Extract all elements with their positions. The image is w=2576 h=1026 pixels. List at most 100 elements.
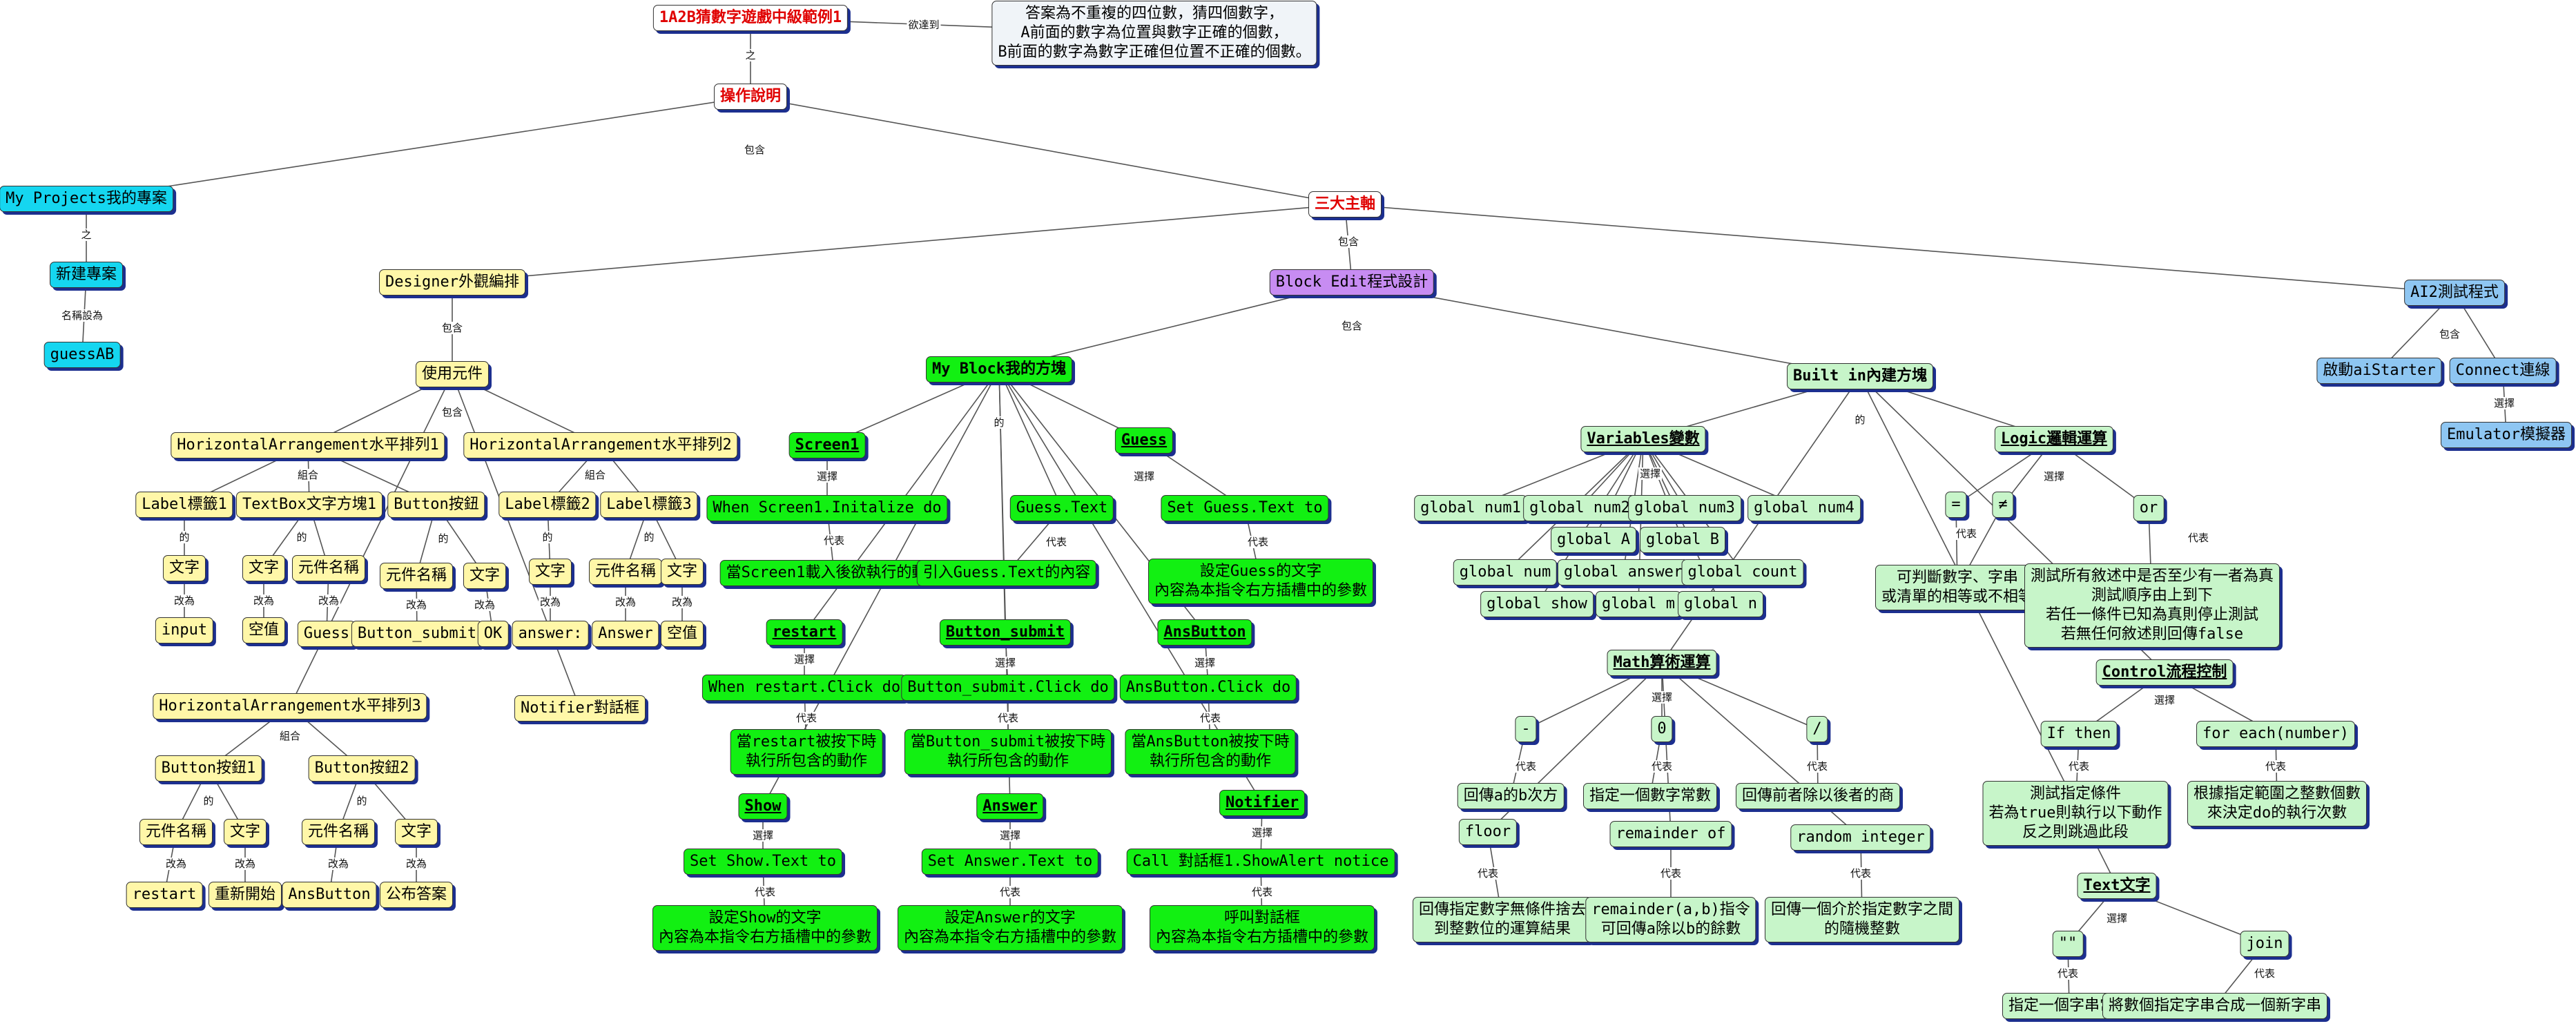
node-wrestart[interactable]: When restart.Click do: [701, 675, 907, 701]
node-myproj[interactable]: My Projects我的專案: [0, 186, 173, 212]
node-myblock[interactable]: My Block我的方塊: [926, 356, 1072, 383]
node-floord[interactable]: 回傳指定數字無條件捨去到整數位的運算結果: [1412, 897, 1593, 942]
node-btn2[interactable]: Button按鈕2: [308, 755, 416, 782]
node-gnum2[interactable]: global num2: [1523, 495, 1636, 521]
node-ifd[interactable]: 測試指定條件若為true則執行以下動作反之則跳過此段: [1982, 781, 2169, 846]
node-randint[interactable]: random integer: [1790, 824, 1931, 851]
node-starter[interactable]: 啟動aiStarter: [2316, 358, 2442, 384]
node-three[interactable]: 三大主軸: [1308, 191, 1382, 217]
node-math[interactable]: Math算術運算: [1607, 650, 1717, 676]
node-callnot[interactable]: Call 對話框1.ShowAlert notice: [1126, 849, 1395, 875]
node-d_answerc[interactable]: answer:: [512, 621, 589, 647]
node-gn[interactable]: global n: [1678, 591, 1763, 617]
node-d_restart[interactable]: restart: [126, 882, 203, 908]
node-ingt[interactable]: 引入Guess.Text的內容: [916, 560, 1097, 586]
node-textbox1[interactable]: TextBox文字方塊1: [236, 492, 382, 518]
node-ganswer[interactable]: global answer: [1557, 559, 1689, 585]
node-slash[interactable]: /: [1806, 716, 1828, 742]
node-btn1[interactable]: Button按鈕1: [155, 755, 262, 782]
node-gA[interactable]: global A: [1551, 527, 1636, 553]
node-ha1[interactable]: HorizontalArrangement水平排列1: [171, 432, 445, 458]
node-ord[interactable]: 測試所有敘述中是否至少有一者為真測試順序由上到下若任一條件已知為真則停止測試若無…: [2024, 563, 2280, 648]
node-d_ok[interactable]: OK: [477, 621, 509, 647]
node-setguess[interactable]: Set Guess.Text to: [1161, 495, 1329, 521]
node-d_ansbtn[interactable]: AnsButton: [282, 882, 377, 908]
node-btn[interactable]: Button按鈕: [387, 492, 485, 518]
node-connect[interactable]: Connect連線: [2449, 358, 2557, 384]
node-quote[interactable]: "": [2052, 931, 2084, 957]
node-gnum4[interactable]: global num4: [1747, 495, 1861, 521]
node-setansd[interactable]: 設定Answer的文字內容為本指令右方插槽中的參數: [897, 905, 1123, 951]
node-eqop[interactable]: =: [1945, 492, 1967, 518]
node-eq0[interactable]: 0: [1651, 716, 1673, 742]
node-control[interactable]: Control流程控制: [2095, 659, 2234, 686]
node-eqd[interactable]: 可判斷數字、字串或清單的相等或不相等: [1875, 565, 2040, 610]
node-designer[interactable]: Designer外觀編排: [379, 269, 525, 296]
node-restartd[interactable]: 當restart被按下時執行所包含的動作: [730, 729, 883, 775]
node-neqop[interactable]: ≠: [1992, 492, 2014, 518]
node-setshow[interactable]: Set Show.Text to: [684, 849, 842, 875]
node-d_txt7[interactable]: 文字: [394, 819, 438, 845]
node-divdesc[interactable]: 回傳前者除以後者的商: [1735, 783, 1901, 809]
node-d_name5[interactable]: 元件名稱: [301, 819, 376, 845]
node-ansbtnd[interactable]: 當AnsButton被按下時執行所包含的動作: [1125, 729, 1296, 775]
node-d_empty2[interactable]: 空值: [660, 621, 704, 647]
node-gnum[interactable]: global num: [1453, 559, 1558, 585]
node-wsinit[interactable]: When Screen1.Initalize do: [706, 495, 948, 521]
node-variables[interactable]: Variables變數: [1580, 426, 1706, 452]
node-setanswer[interactable]: Set Answer.Text to: [921, 849, 1099, 875]
node-ha3[interactable]: HorizontalArrangement水平排列3: [153, 693, 427, 719]
node-callnotd[interactable]: 呼叫對話框內容為本指令右方插槽中的參數: [1149, 905, 1375, 951]
node-orop[interactable]: or: [2133, 495, 2165, 521]
node-d_txt2[interactable]: 文字: [242, 555, 286, 581]
node-op[interactable]: 操作說明: [713, 84, 788, 110]
node-d_publish[interactable]: 公布答案: [379, 882, 454, 908]
node-scrload[interactable]: 當Screen1載入後欲執行的動作: [719, 560, 949, 586]
node-d_guess[interactable]: Guess: [297, 621, 356, 647]
node-d_txt1[interactable]: 文字: [162, 555, 206, 581]
node-floor[interactable]: floor: [1458, 819, 1518, 845]
node-gnum1[interactable]: global num1: [1414, 495, 1527, 521]
node-numconst[interactable]: 指定一個數字常數: [1582, 783, 1718, 809]
node-setshowd[interactable]: 設定Show的文字內容為本指令右方插槽中的參數: [652, 905, 878, 951]
node-wansbtn[interactable]: AnsButton.Click do: [1119, 675, 1297, 701]
node-btnsubd[interactable]: 當Button_submit被按下時執行所包含的動作: [904, 729, 1112, 775]
node-join[interactable]: join: [2240, 931, 2289, 957]
node-joind[interactable]: 將數個指定字串合成一個新字串: [2102, 993, 2328, 1019]
node-gshow[interactable]: global show: [1480, 591, 1594, 617]
node-restartb[interactable]: restart: [766, 619, 843, 646]
node-useel[interactable]: 使用元件: [415, 361, 490, 387]
node-text[interactable]: Text文字: [2077, 873, 2157, 899]
node-emulator[interactable]: Emulator模擬器: [2441, 422, 2572, 448]
node-guessab[interactable]: guessAB: [43, 342, 121, 368]
node-setgdesc[interactable]: 設定Guess的文字內容為本指令右方插槽中的參數: [1147, 559, 1374, 604]
node-d_notifier[interactable]: Notifier對話框: [514, 695, 646, 722]
node-answerb[interactable]: Answer: [976, 793, 1044, 820]
node-gnum3[interactable]: global num3: [1628, 495, 1741, 521]
node-minus[interactable]: -: [1515, 716, 1537, 742]
node-guesstext[interactable]: Guess.Text: [1009, 495, 1114, 521]
node-d_answer[interactable]: Answer: [592, 621, 659, 647]
node-randd[interactable]: 回傳一個介於指定數字之間的隨機整數: [1764, 897, 1960, 942]
node-label2[interactable]: Label標籤2: [498, 492, 597, 518]
node-d_txt5[interactable]: 文字: [660, 559, 704, 585]
node-d_name1[interactable]: 元件名稱: [291, 555, 366, 581]
node-d_input[interactable]: input: [155, 617, 214, 643]
node-d_name3[interactable]: 元件名稱: [588, 559, 663, 585]
node-d_txt6[interactable]: 文字: [223, 819, 267, 845]
node-ansbtnb[interactable]: AnsButton: [1157, 619, 1252, 646]
node-wbtnsub[interactable]: Button_submit.Click do: [901, 675, 1115, 701]
node-ha2[interactable]: HorizontalArrangement水平排列2: [463, 432, 738, 458]
node-ai2[interactable]: AI2測試程式: [2404, 280, 2505, 306]
node-guessb[interactable]: Guess: [1114, 427, 1174, 454]
node-label1[interactable]: Label標籤1: [135, 492, 233, 518]
node-gB[interactable]: global B: [1640, 527, 1725, 553]
node-gm[interactable]: global m: [1596, 591, 1681, 617]
node-builtin[interactable]: Built in內建方塊: [1787, 363, 1933, 389]
node-d_restart2[interactable]: 重新開始: [208, 882, 282, 908]
node-newproj[interactable]: 新建專案: [49, 262, 124, 288]
node-d_name4[interactable]: 元件名稱: [139, 819, 213, 845]
node-block[interactable]: Block Edit程式設計: [1269, 269, 1435, 296]
node-foreachd[interactable]: 根據指定範圍之整數個數來決定do的執行次數: [2187, 781, 2367, 826]
node-notifierb[interactable]: Notifier: [1219, 790, 1305, 816]
